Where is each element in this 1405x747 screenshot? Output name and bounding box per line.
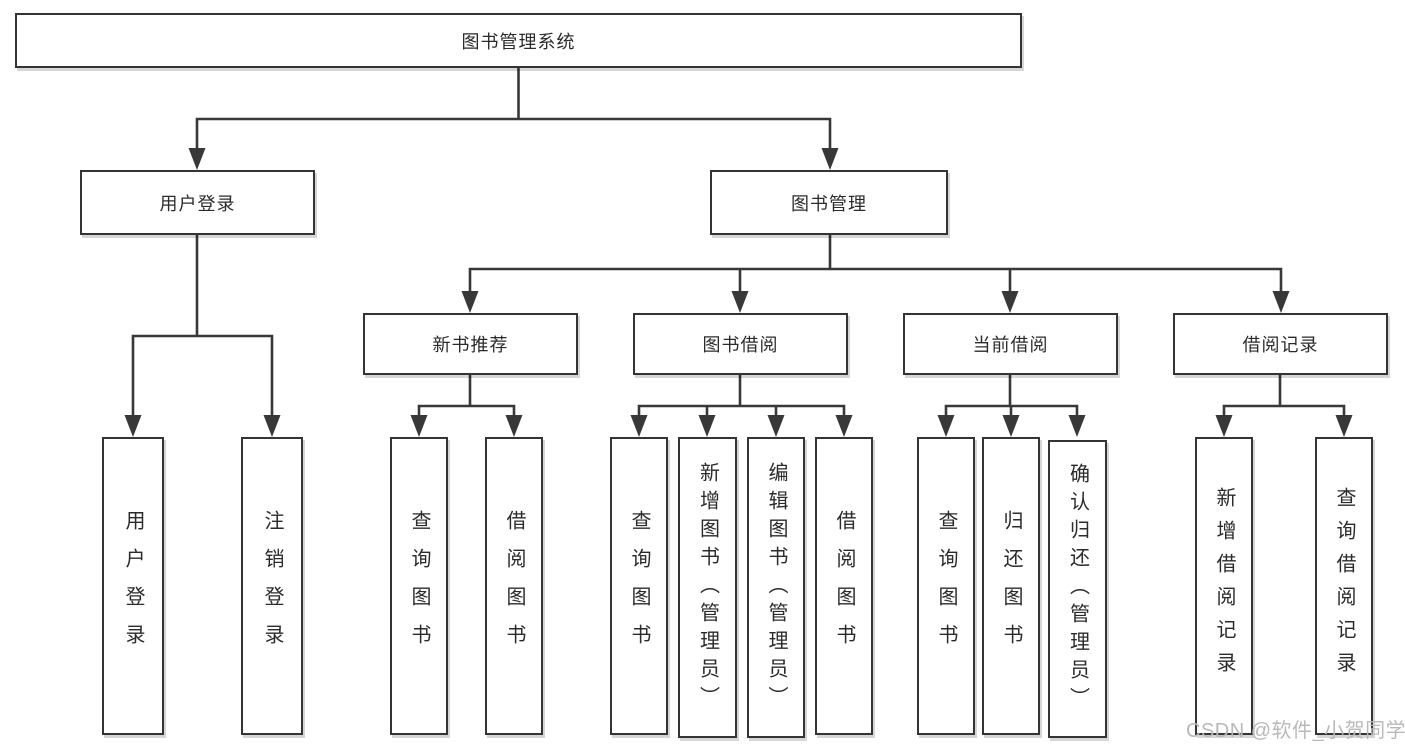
leaf-logout: 注销登录 [241, 437, 303, 735]
node-new-book-recommend-label: 新书推荐 [432, 335, 509, 355]
node-user-login: 用户登录 [80, 170, 315, 235]
node-borrow-records-label: 借阅记录 [1242, 335, 1319, 355]
leaf-cb-return-book: 归还图书 [982, 437, 1040, 735]
node-book-management: 图书管理 [710, 170, 948, 235]
leaf-cb-confirm-return-admin-label: 确认归还（管理员） [1066, 463, 1089, 715]
leaf-bb-borrow-book: 借阅图书 [815, 437, 873, 735]
node-book-borrowing: 图书借阅 [633, 313, 848, 375]
node-current-borrowing-label: 当前借阅 [972, 335, 1049, 355]
leaf-user-login-label: 用户登录 [122, 510, 144, 662]
leaf-logout-label: 注销登录 [261, 510, 283, 662]
leaf-rec-borrow-book: 借阅图书 [485, 437, 543, 735]
leaf-rec-query-book-label: 查询图书 [408, 510, 430, 662]
leaf-bb-add-book-admin: 新增图书（管理员） [678, 437, 737, 738]
leaf-bb-query-book-label: 查询图书 [628, 510, 650, 662]
leaf-br-add-record-label: 新增借阅记录 [1213, 487, 1235, 685]
leaf-bb-borrow-book-label: 借阅图书 [833, 510, 855, 662]
leaf-br-query-record-label: 查询借阅记录 [1333, 487, 1355, 685]
leaf-rec-borrow-book-label: 借阅图书 [503, 510, 525, 662]
leaf-bb-edit-book-admin-label: 编辑图书（管理员） [765, 461, 787, 714]
leaf-user-login: 用户登录 [102, 437, 164, 735]
node-new-book-recommend: 新书推荐 [363, 313, 578, 375]
node-root: 图书管理系统 [15, 13, 1022, 68]
leaf-cb-query-book-label: 查询图书 [935, 510, 957, 662]
node-book-management-label: 图书管理 [791, 193, 867, 214]
leaf-bb-edit-book-admin: 编辑图书（管理员） [747, 437, 805, 738]
leaf-br-add-record: 新增借阅记录 [1195, 437, 1253, 735]
node-current-borrowing: 当前借阅 [903, 313, 1118, 375]
leaf-cb-return-book-label: 归还图书 [1000, 510, 1022, 662]
leaf-cb-query-book: 查询图书 [917, 437, 975, 735]
leaf-cb-confirm-return-admin: 确认归还（管理员） [1048, 440, 1107, 738]
leaf-br-query-record: 查询借阅记录 [1315, 437, 1373, 735]
node-book-borrowing-label: 图书借阅 [702, 335, 779, 355]
node-user-login-label: 用户登录 [159, 193, 236, 214]
arrowhead-icons [124, 148, 1353, 437]
node-root-label: 图书管理系统 [461, 31, 576, 52]
leaf-bb-add-book-admin-label: 新增图书（管理员） [696, 461, 719, 714]
leaf-bb-query-book: 查询图书 [610, 437, 668, 735]
leaf-rec-query-book: 查询图书 [390, 437, 448, 735]
csdn-watermark: CSDN @软件_小贺同学 [1186, 720, 1405, 742]
node-borrow-records: 借阅记录 [1173, 313, 1388, 375]
